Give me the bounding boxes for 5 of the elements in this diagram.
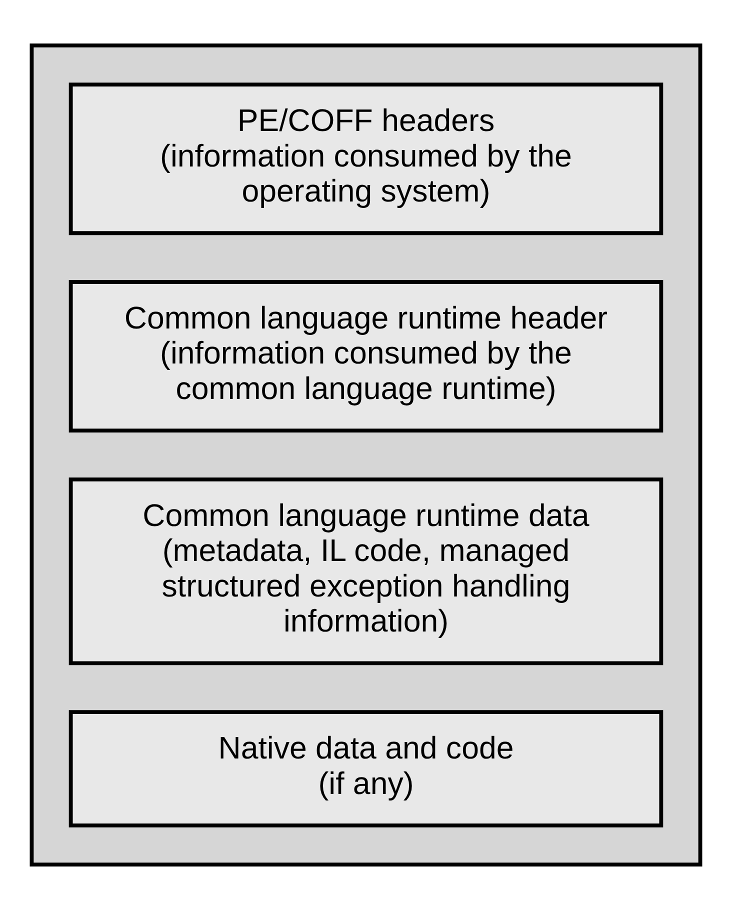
node-box: Common language runtime data (metadata, IL code, managed structured exception handling information) — [68, 476, 664, 665]
node-box: PE/COFF headers (information consumed by the operating system) — [68, 82, 664, 235]
node-box: Common language runtime header (information consumed by the common language runtime) — [68, 280, 664, 432]
cluster — [30, 43, 702, 866]
node-box: Native data and code (if any) — [68, 710, 664, 827]
